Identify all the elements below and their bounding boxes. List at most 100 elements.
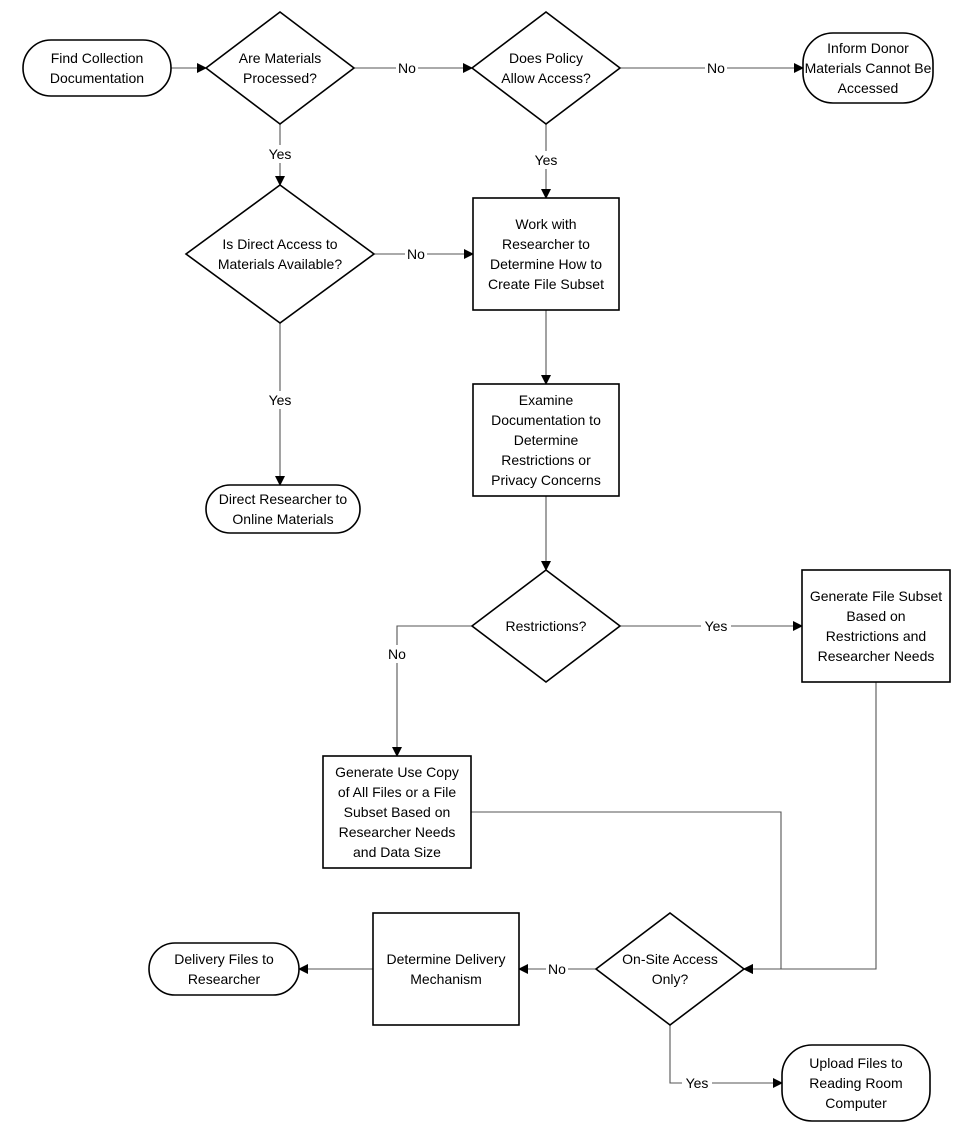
edge-label: Yes (269, 146, 292, 162)
node-label-line: Researcher to (502, 236, 590, 252)
edge-label: Yes (269, 392, 292, 408)
node-label-line: Accessed (838, 80, 899, 96)
edge-are-processed-to-direct-access: Yes (265, 124, 295, 186)
node-label-line: Computer (825, 1095, 887, 1111)
decision-diamond (470, 568, 622, 684)
node-label-line: Restrictions? (506, 618, 587, 634)
edge-label-background (405, 245, 427, 263)
node-label-line: Generate Use Copy (335, 764, 459, 780)
node-label-line: Are Materials (239, 50, 321, 66)
node-label-line: Documentation to (491, 412, 601, 428)
edge-label-background (265, 145, 295, 163)
edge-onsite-only-to-delivery-mechanism: No (518, 960, 596, 978)
node-label-line: Generate File Subset (810, 588, 942, 604)
edge-policy-allow-to-inform-donor: No (620, 59, 804, 77)
process-box (322, 755, 472, 869)
node-label-line: Restrictions and (826, 628, 926, 644)
node-label-line: Delivery Files to (174, 951, 274, 967)
process-box (472, 383, 620, 497)
process-box (472, 197, 620, 311)
edge-label: No (398, 60, 416, 76)
node-label-line: Work with (515, 216, 576, 232)
node-label-line: On-Site Access (622, 951, 718, 967)
edge-label: Yes (535, 152, 558, 168)
terminator-shape (205, 484, 361, 534)
edge-direct-access-to-work-with-researcher: No (374, 245, 474, 263)
process-box (372, 912, 520, 1026)
node-label-line: Materials Available? (218, 256, 342, 272)
node-label-line: Processed? (243, 70, 317, 86)
edge-label-background (386, 645, 408, 663)
node-label-line: Researcher Needs (818, 648, 935, 664)
edge-restrictions-to-generate-subset: Yes (620, 617, 803, 635)
delivery-files-terminator: Delivery Files to Researcher (148, 942, 300, 996)
node-label-line: Determine Delivery (386, 951, 505, 967)
edge-label-background (546, 960, 568, 978)
node-label-line: Based on (846, 608, 905, 624)
node-label-line: Upload Files to (809, 1055, 903, 1071)
edge-label: No (407, 246, 425, 262)
node-label-line: Documentation (50, 70, 144, 86)
connector-arrow (743, 682, 877, 974)
node-label-line: Materials Cannot Be (805, 60, 932, 76)
generate-use-copy-step: Generate Use Copy of All Files or a FileS… (322, 755, 472, 869)
node-label-line: Researcher (188, 971, 261, 987)
edge-direct-access-to-direct-online: Yes (265, 323, 295, 486)
node-label-line: Does Policy (509, 50, 583, 66)
node-label-line: Examine (519, 392, 574, 408)
edge-are-processed-to-policy-allow: No (354, 59, 473, 77)
node-label-line: Find Collection (51, 50, 144, 66)
node-label-line: Direct Researcher to (219, 491, 348, 507)
edge-label: No (388, 646, 406, 662)
edge-restrictions-to-generate-use-copy: No (386, 625, 472, 757)
edge-label-background (396, 59, 418, 77)
edge-generate-subset-to-onsite-only (743, 682, 877, 974)
node-label-line: Online Materials (232, 511, 333, 527)
restrictions-decision: Restrictions? (470, 568, 622, 684)
decision-diamond (184, 184, 376, 324)
direct-access-decision: Is Direct Access to Materials Available? (184, 184, 376, 324)
node-label-line: Researcher Needs (339, 824, 456, 840)
edge-policy-allow-to-work-with-researcher: Yes (531, 124, 561, 199)
decision-diamond (204, 10, 356, 126)
node-label-line: Create File Subset (488, 276, 604, 292)
node-label-line: Only? (652, 971, 689, 987)
edge-label: Yes (705, 618, 728, 634)
edge-label: No (548, 961, 566, 977)
node-label-line: of All Files or a File (338, 784, 456, 800)
node-label-line: Determine How to (490, 256, 602, 272)
decision-diamond (594, 911, 746, 1027)
direct-online-terminator: Direct Researcher to Online Materials (205, 484, 361, 534)
edge-label-background (701, 617, 731, 635)
edge-onsite-only-to-upload-files: Yes (669, 1025, 783, 1092)
process-box (801, 569, 951, 683)
edge-label-background (265, 391, 295, 409)
edge-label-background (705, 59, 727, 77)
edge-label-background (531, 151, 561, 169)
node-label-line: Is Direct Access to (222, 236, 337, 252)
node-label-line: Determine (514, 432, 579, 448)
node-label-line: Subset Based on (344, 804, 451, 820)
edge-label: No (707, 60, 725, 76)
node-label-line: and Data Size (353, 844, 441, 860)
terminator-shape (802, 32, 934, 104)
edge-label: Yes (686, 1075, 709, 1091)
terminator-shape (781, 1044, 931, 1122)
decision-diamond (470, 10, 622, 126)
terminator-shape (22, 39, 172, 97)
node-label-line: Allow Access? (501, 70, 591, 86)
node-label-line: Reading Room (809, 1075, 902, 1091)
node-label-line: Mechanism (410, 971, 482, 987)
node-label-line: Privacy Concerns (491, 472, 601, 488)
connector-arrow (669, 1025, 783, 1088)
